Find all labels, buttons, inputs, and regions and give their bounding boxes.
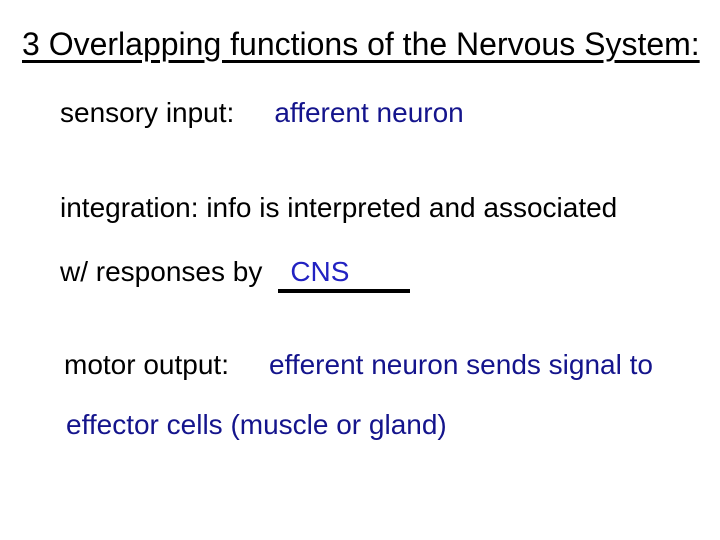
sensory-input-line: sensory input: afferent neuron — [60, 96, 464, 130]
integration-line-2: w/ responses by CNS — [60, 255, 411, 293]
responses-by-label: w/ responses by — [60, 256, 263, 287]
motor-output-line-2: effector cells (muscle or gland) — [66, 408, 447, 442]
motor-output-answer-2: effector cells (muscle or gland) — [66, 409, 447, 440]
fill-in-blank: CNS — [278, 255, 411, 293]
motor-output-label: motor output: — [64, 349, 229, 380]
integration-text: integration: info is interpreted and ass… — [60, 192, 618, 223]
motor-output-answer-1: efferent neuron sends signal to — [268, 349, 653, 380]
integration-line-1: integration: info is interpreted and ass… — [60, 191, 617, 225]
motor-output-line-1: motor output: efferent neuron sends signa… — [64, 348, 653, 382]
slide-title: 3 Overlapping functions of the Nervous S… — [22, 26, 700, 62]
sensory-input-answer: afferent neuron — [274, 97, 464, 128]
blank-answer-text: CNS — [290, 256, 350, 287]
sensory-input-label: sensory input: — [60, 97, 235, 128]
